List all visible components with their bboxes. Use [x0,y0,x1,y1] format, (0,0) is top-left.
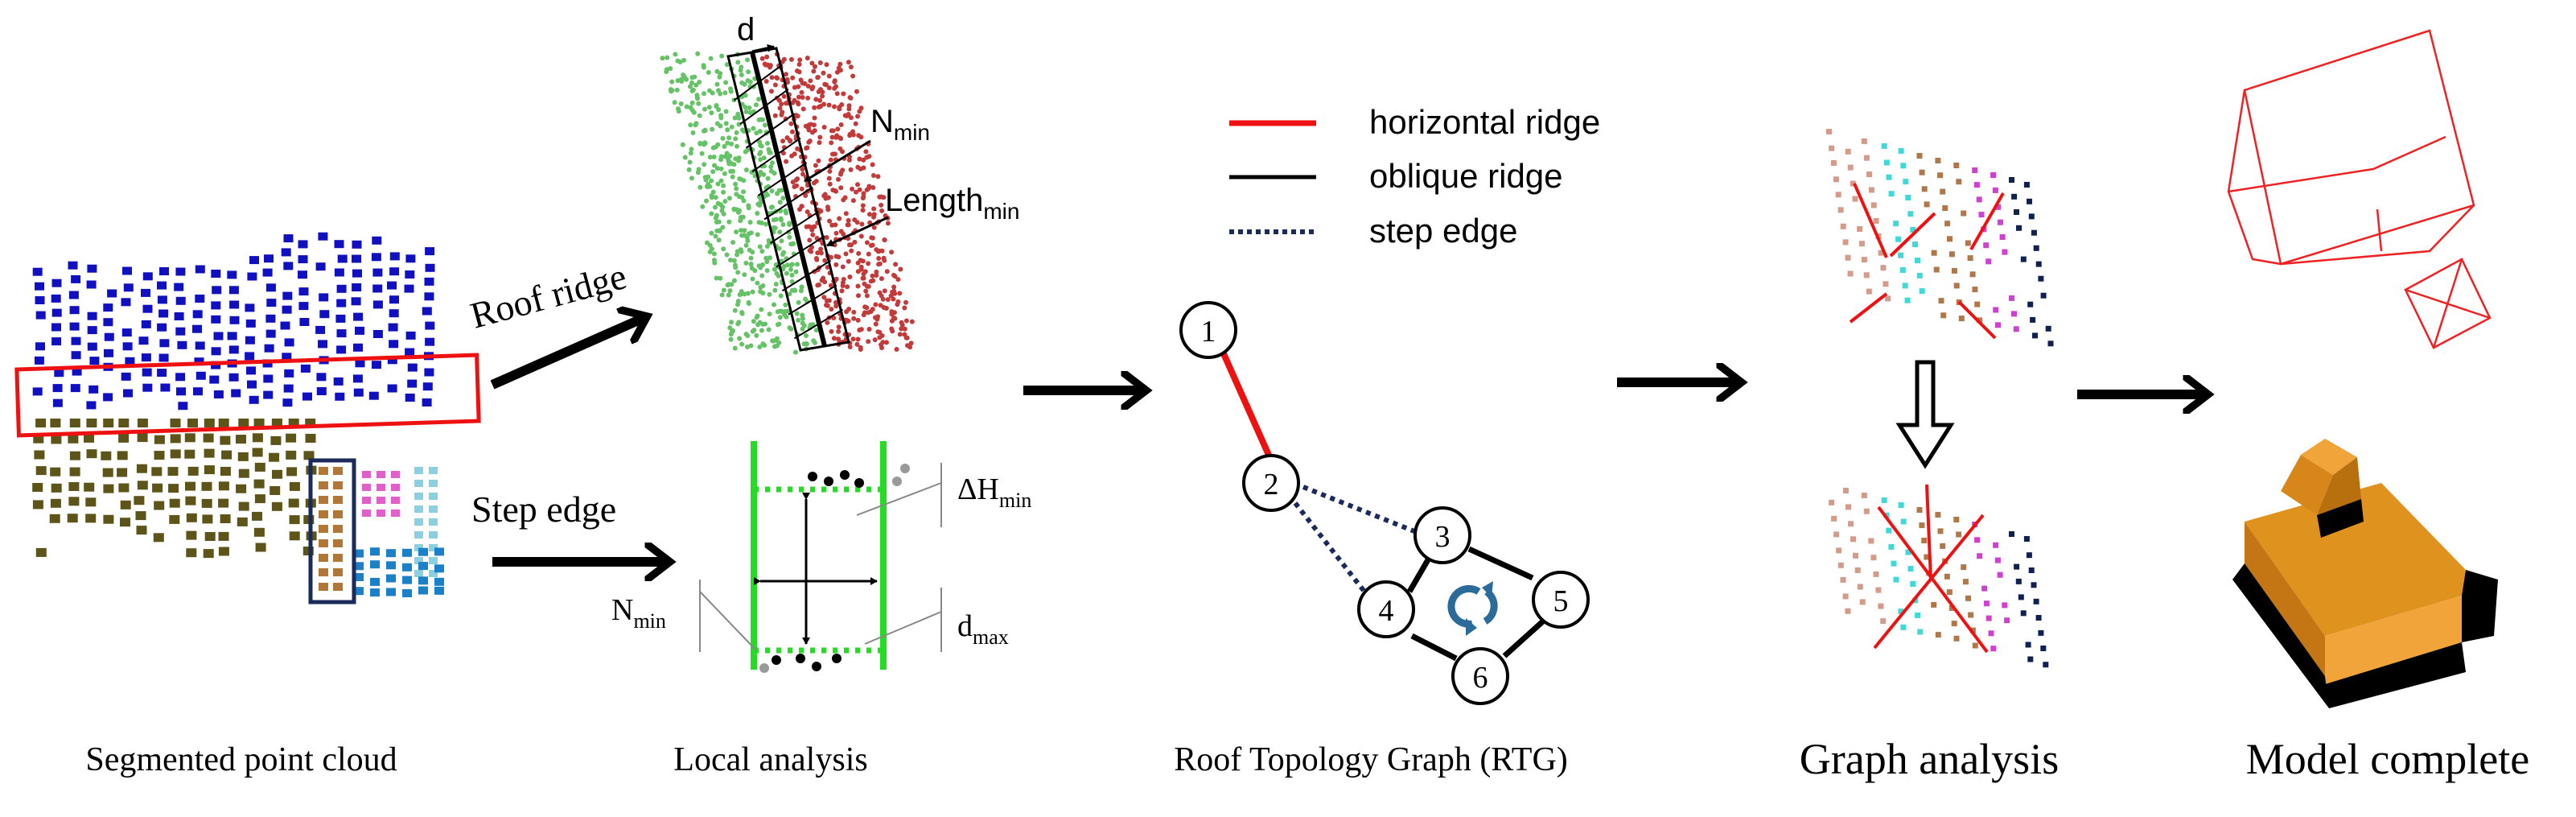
caption-graph: Graph analysis [1799,735,2060,783]
n-min-label: Nmin [870,104,930,145]
ga-ridge-5 [1957,300,1997,340]
roof-topology-graph: 1 2 3 4 5 6 [1179,301,1590,705]
svg-text:4: 4 [1379,594,1394,628]
graph-analysis-down-arrow [1895,360,1955,469]
caption-segmented: Segmented point cloud [85,741,397,778]
legend-oblique-label: oblique ridge [1369,157,1563,195]
graph-node-5: 5 [1532,571,1590,629]
svg-text:2: 2 [1264,468,1279,501]
length-min-label: Lengthmin [885,183,1019,224]
graph-analysis-points-top [1826,129,2054,347]
d-label: d [737,12,755,47]
length-min-pointer [826,216,889,247]
ga-cross-3 [1925,484,1932,580]
svg-text:1: 1 [1201,315,1216,349]
segmented-point-cloud [14,232,481,604]
graph-node-3: 3 [1414,506,1471,564]
brown-roof-segment [319,467,343,591]
blue-lower-segment [354,547,444,597]
dh-pointer [856,482,942,516]
caption-local: Local analysis [673,741,868,778]
pink-roof-segment [362,471,400,517]
wireframe-model [2227,29,2492,349]
light-blue-roof-segment [414,467,438,577]
ga-ridge-3 [1969,192,2005,250]
ridge-line [750,52,827,347]
legend-horizontal-label: horizontal ridge [1369,103,1600,141]
svg-text:5: 5 [1553,584,1569,618]
green-points [660,51,819,355]
d-width-arrow [751,43,775,53]
caption-rtg: Roof Topology Graph (RTG) [1174,741,1568,778]
graph-node-6: 6 [1451,647,1509,705]
edge-points [759,464,910,673]
3d-building-model [2232,439,2498,708]
blue-roof-segment [32,232,435,411]
ga-ridge-1 [1853,183,1888,258]
edge-3-4 [1406,555,1433,593]
graph-node-2: 2 [1242,454,1300,512]
ga-ridge-4 [1849,292,1888,324]
caption-model: Model complete [2245,735,2530,783]
graph-analysis-points-bottom [1829,488,2049,668]
olive-roof-segment [32,419,317,559]
edge-4-6 [1410,633,1458,662]
red-points [759,52,915,352]
step-edge-label: Step edge [471,489,616,530]
ridge-analysis-panel: d Nmin Lengthmin [660,12,1019,355]
edge-5-6 [1502,617,1547,658]
ga-ridge-2 [1889,212,1936,258]
svg-text:6: 6 [1473,661,1488,695]
d-max-label: dmax [957,609,1009,649]
edge-2-3 [1302,485,1416,534]
ga-cross-2 [1873,514,1985,650]
graph-analysis-top [1826,129,2054,347]
dh-min-label: ΔHmin [957,472,1031,512]
cycle-icon [1447,581,1498,636]
dmax-pointer [864,611,942,645]
svg-text:3: 3 [1435,520,1451,554]
nmin-pointer [699,591,757,651]
legend: horizontal ridge oblique ridge step edge [1229,103,1600,250]
graph-node-4: 4 [1357,580,1415,638]
roof-ridge-label: Roof ridge [466,255,630,336]
step-edge-analysis-panel: ΔHmin dmax Nmin [611,441,1031,673]
ridge-selection-box [14,353,481,438]
roof-ridge-arrow [490,318,644,390]
n-min-step-label: Nmin [611,593,666,633]
graph-node-1: 1 [1179,301,1237,359]
ga-cross-1 [1877,505,1989,654]
ridge-buffer-band [726,47,850,352]
edge-2-4 [1293,501,1370,597]
step-edge-selection-box [308,458,356,604]
graph-analysis-bottom [1829,484,2049,668]
edge-3-5 [1467,546,1534,581]
legend-step-label: step edge [1369,212,1518,250]
n-min-pointer [804,139,871,183]
